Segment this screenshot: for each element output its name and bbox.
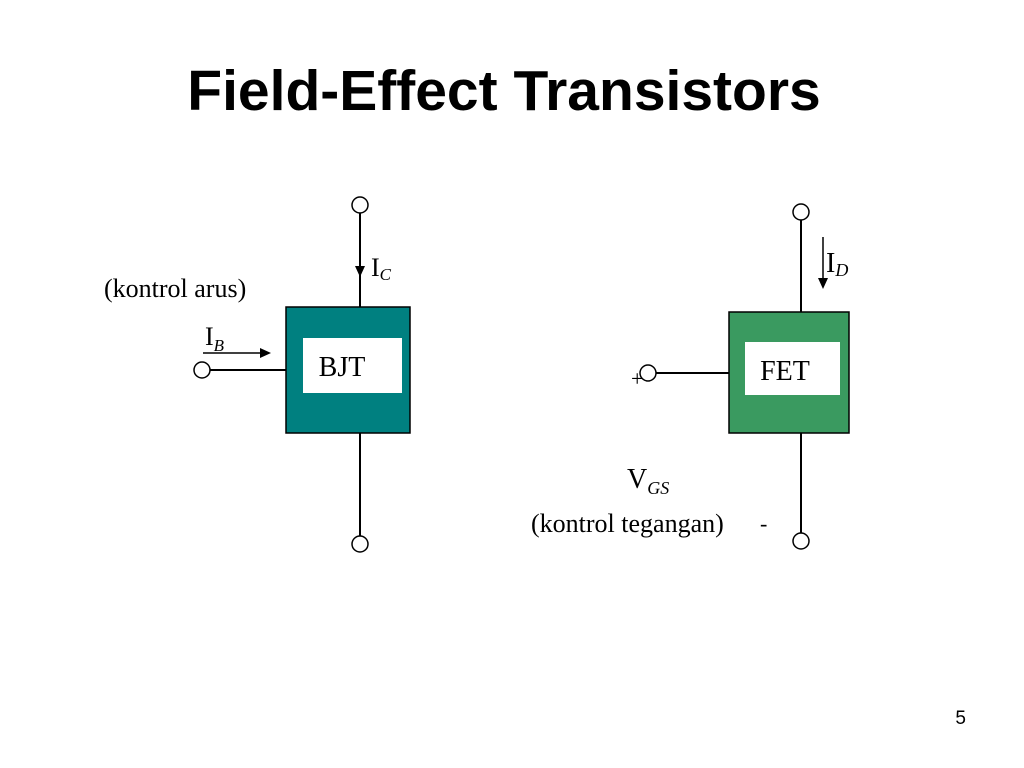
arrow-head-icon (260, 348, 271, 358)
bjt-block-label: BJT (319, 352, 366, 383)
fet-gate-terminal (639, 364, 657, 382)
bjt-base-current-label: IB (205, 322, 225, 355)
page-number: 5 (955, 708, 966, 729)
bjt-collector-current-label: IC (371, 253, 392, 284)
bjt-base-terminal (193, 361, 211, 379)
fet-drain-current-label: ID (826, 248, 848, 280)
fet-label-box (745, 342, 840, 395)
bjt-emitter-terminal (351, 535, 369, 553)
bjt-symbol: BJT IC IB (kontrol arus) (104, 196, 411, 553)
bjt-label-box (303, 338, 402, 393)
arrow-head-icon (818, 278, 828, 289)
fet-drain-terminal (792, 203, 810, 221)
fet-block-label: FET (760, 356, 810, 387)
bjt-control-caption: (kontrol arus) (104, 274, 246, 303)
slide-title: Field-Effect Transistors (187, 59, 821, 123)
fet-gate-voltage-label: VGS (627, 464, 669, 498)
arrow-head-icon (355, 266, 365, 277)
bjt-collector-terminal (351, 196, 369, 214)
fet-plus-sign: + (631, 366, 643, 391)
fet-symbol: FET ID + - VGS (kontrol tegangan) (531, 203, 850, 550)
fet-source-terminal (792, 532, 810, 550)
fet-minus-sign: - (760, 511, 767, 536)
fet-control-caption: (kontrol tegangan) (531, 509, 724, 538)
